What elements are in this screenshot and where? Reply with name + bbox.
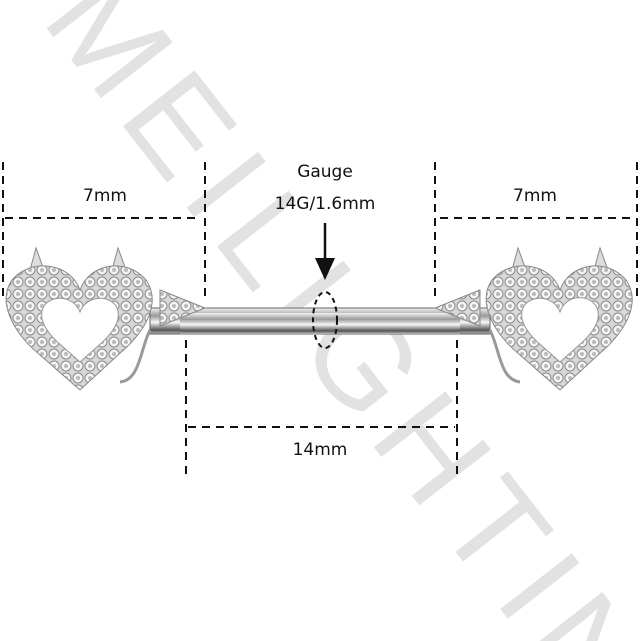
left-devil-heart-ornament [5,246,207,391]
gauge-arrow-icon [315,223,335,280]
bar-length-label: 14mm [292,440,348,460]
right-ornament-width-label: 7mm [513,186,557,206]
gauge-value-label: 14G/1.6mm [274,194,376,214]
gauge-title-label: Gauge [297,162,353,182]
barbell-shaft [149,307,491,335]
left-ornament-width-label: 7mm [83,186,127,206]
dimension-lines [2,162,638,475]
right-devil-heart-ornament [433,246,633,391]
